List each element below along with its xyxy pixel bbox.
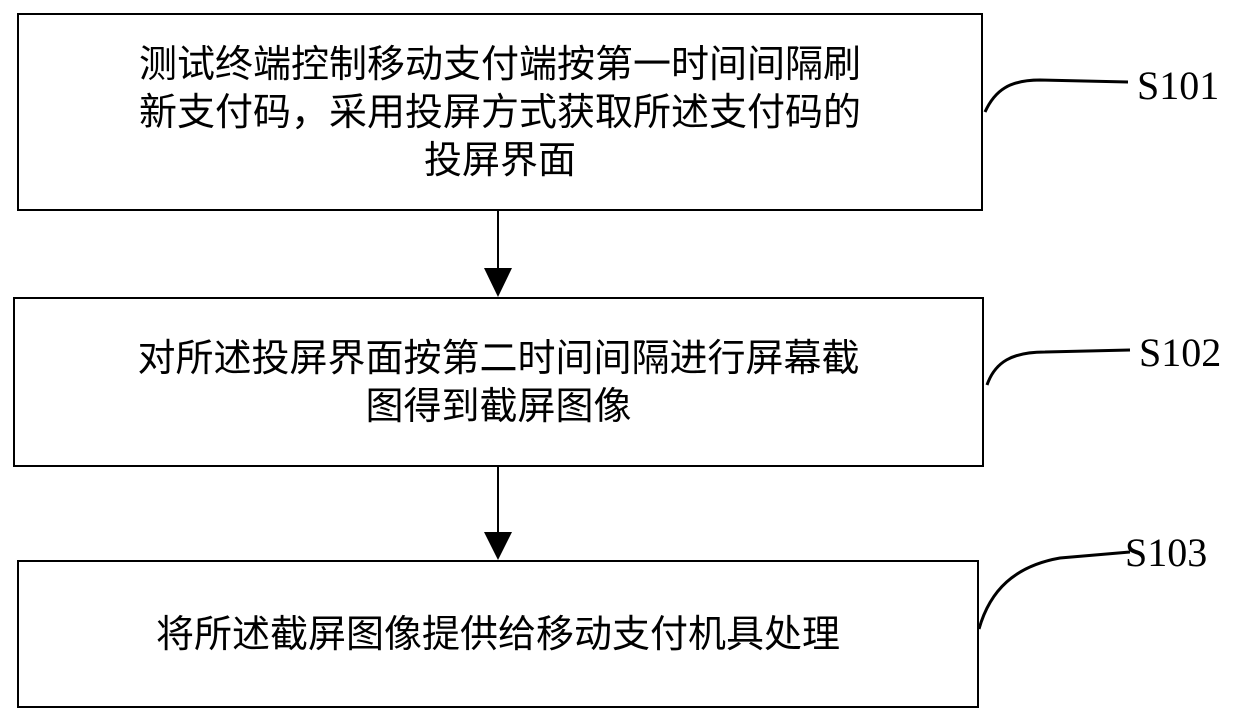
step-box-s103: 将所述截屏图像提供给移动支付机具处理	[17, 560, 979, 708]
step-box-s102: 对所述投屏界面按第二时间间隔进行屏幕截 图得到截屏图像	[13, 297, 984, 467]
step-text-s101: 测试终端控制移动支付端按第一时间间隔刷 新支付码，采用投屏方式获取所述支付码的 …	[138, 42, 861, 182]
flow-arrow-head-1	[484, 268, 512, 297]
step-text-s103: 将所述截屏图像提供给移动支付机具处理	[155, 612, 840, 656]
step-label-s101: S101	[1137, 63, 1220, 108]
step-text-s102: 对所述投屏界面按第二时间间隔进行屏幕截 图得到截屏图像	[137, 336, 860, 428]
leader-line-s103	[977, 550, 1131, 630]
step-box-s101: 测试终端控制移动支付端按第一时间间隔刷 新支付码，采用投屏方式获取所述支付码的 …	[17, 13, 983, 211]
leader-line-s101	[983, 78, 1129, 113]
leader-line-s102	[985, 348, 1131, 386]
step-label-s102: S102	[1139, 330, 1222, 375]
flow-arrow-head-2	[484, 532, 512, 560]
step-label-s103: S103	[1125, 530, 1208, 575]
